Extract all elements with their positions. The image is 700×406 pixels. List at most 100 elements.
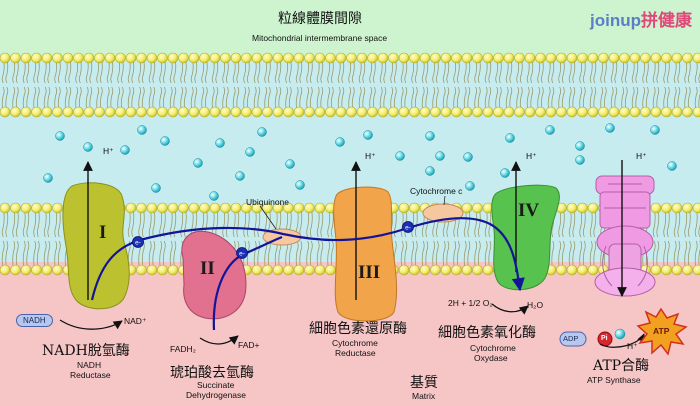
water-label: H₂O bbox=[527, 300, 544, 310]
lipid-head bbox=[230, 52, 242, 64]
lipid-tail bbox=[47, 57, 51, 84]
lipid-tail bbox=[442, 86, 446, 113]
lipid-head bbox=[325, 106, 336, 118]
lipid-tail bbox=[75, 86, 79, 113]
lipid-heads bbox=[0, 52, 700, 276]
lipid-tail bbox=[666, 207, 670, 238]
lipid-head bbox=[283, 202, 294, 214]
lipid-tail bbox=[547, 86, 551, 113]
lipid-head bbox=[115, 52, 126, 64]
lipid-tail bbox=[106, 86, 110, 113]
electron-label: e- bbox=[239, 251, 245, 258]
lipid-tail bbox=[15, 207, 19, 238]
lipid-tail bbox=[288, 57, 292, 84]
lipid-head bbox=[419, 106, 431, 118]
lipid-tail bbox=[54, 207, 58, 238]
fadh2-reaction-arrow bbox=[199, 335, 239, 345]
lipid-head bbox=[73, 106, 84, 118]
lipid-head bbox=[125, 202, 137, 214]
lipid-tail bbox=[330, 240, 334, 271]
lipid-tail bbox=[530, 57, 534, 84]
lipid-tail bbox=[358, 86, 362, 113]
lipid-tail bbox=[509, 57, 513, 84]
lipid-tail bbox=[246, 240, 250, 271]
lipid-head bbox=[566, 106, 578, 118]
electron-marker bbox=[236, 247, 248, 259]
intermembrane-label-en: Mitochondrial intermembrane space bbox=[252, 33, 388, 43]
lipid-head bbox=[692, 264, 700, 276]
joinup-logo[interactable]: joinup拼健康 bbox=[590, 11, 692, 30]
lipid-tail bbox=[327, 86, 331, 113]
lipid-head bbox=[524, 106, 536, 118]
lipid-tail bbox=[652, 207, 656, 238]
lipid-tail bbox=[474, 86, 478, 113]
lipid-tail bbox=[341, 57, 345, 84]
lipid-head bbox=[398, 52, 410, 64]
lipid-head bbox=[157, 106, 168, 118]
complex-i-numeral: I bbox=[99, 222, 107, 243]
lipid-tail bbox=[85, 86, 89, 113]
lipid-tail bbox=[558, 207, 562, 238]
lipid-tail bbox=[579, 207, 583, 238]
lipid-head bbox=[598, 52, 609, 64]
lipid-tail bbox=[159, 86, 163, 113]
proton-bubble bbox=[465, 181, 475, 191]
lipid-tail bbox=[320, 207, 324, 238]
complex-ii-name-en1: Succinate bbox=[197, 380, 235, 390]
lipid-tail bbox=[694, 207, 698, 238]
lipid-head bbox=[178, 202, 189, 214]
lipid-head bbox=[650, 202, 662, 214]
lipid-tail bbox=[645, 57, 649, 84]
lipid-tail bbox=[57, 240, 61, 271]
lipid-head bbox=[682, 264, 693, 276]
lipid-tail bbox=[152, 240, 156, 271]
proton-bubble bbox=[575, 155, 585, 165]
proton-label-atp-bottom: H⁺ bbox=[627, 341, 638, 351]
lipid-tail bbox=[677, 57, 681, 84]
lipid-head bbox=[650, 264, 662, 276]
lipid-head bbox=[157, 202, 168, 214]
lipid-head bbox=[367, 52, 378, 64]
lipid-tail bbox=[330, 57, 334, 84]
lipid-tail bbox=[656, 207, 660, 238]
lipid-tail bbox=[687, 207, 691, 238]
lipid-tail bbox=[33, 207, 37, 238]
lipid-tail bbox=[414, 57, 418, 84]
lipid-head bbox=[577, 264, 588, 276]
electron-marker bbox=[132, 236, 144, 248]
lipid-head bbox=[503, 52, 515, 64]
lipid-head bbox=[692, 202, 700, 214]
lipid-head bbox=[619, 52, 630, 64]
lipid-tail bbox=[666, 240, 670, 271]
lipid-head bbox=[125, 52, 137, 64]
lipid-tail bbox=[117, 86, 121, 113]
lipid-tail bbox=[673, 207, 677, 238]
lipid-head bbox=[62, 52, 74, 64]
lipid-tail bbox=[169, 240, 173, 271]
atp-synthase-name-en: ATP Synthase bbox=[587, 375, 641, 385]
complex-iii-name-zh: 細胞色素還原酶 bbox=[309, 321, 407, 337]
lipid-tail bbox=[400, 240, 404, 271]
lipid-head bbox=[167, 202, 179, 214]
lipid-head bbox=[262, 52, 273, 64]
lipid-tail bbox=[306, 240, 310, 271]
lipid-head bbox=[661, 106, 672, 118]
lipid-tail bbox=[22, 86, 26, 113]
lipid-head bbox=[472, 264, 483, 276]
lipid-tail bbox=[393, 207, 397, 238]
proton-bubble bbox=[83, 142, 93, 152]
lipid-head bbox=[10, 106, 21, 118]
lipid-head bbox=[251, 106, 263, 118]
lipid-tail bbox=[257, 57, 261, 84]
lipid-head bbox=[482, 106, 494, 118]
lipid-head bbox=[146, 264, 158, 276]
lipid-tail bbox=[299, 240, 303, 271]
lipid-head bbox=[577, 106, 588, 118]
lipid-tail bbox=[579, 240, 583, 271]
lipid-tail bbox=[26, 240, 30, 271]
proton-bubble bbox=[43, 173, 53, 183]
lipid-head bbox=[461, 202, 473, 214]
lipid-tail bbox=[414, 207, 418, 238]
lipid-tail bbox=[687, 240, 691, 271]
lipid-tail bbox=[593, 207, 597, 238]
